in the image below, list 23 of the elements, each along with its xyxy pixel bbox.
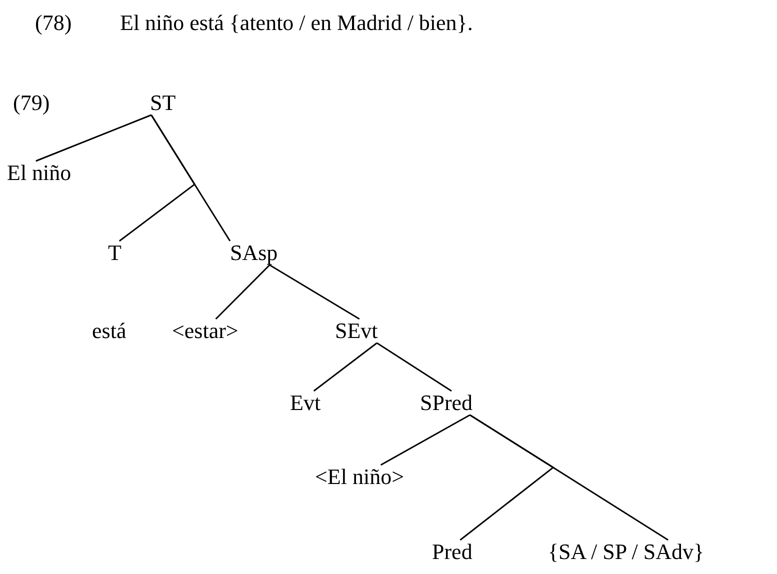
tree-node-label: <estar> xyxy=(172,320,238,342)
tree-branch xyxy=(150,114,231,242)
tree-branch xyxy=(470,414,668,541)
tree-node-label: T xyxy=(108,242,122,264)
tree-branch xyxy=(36,114,152,162)
tree-node-label: SEvt xyxy=(335,320,378,342)
tree-branch xyxy=(269,264,360,320)
tree-node-label: El niño xyxy=(7,162,72,184)
tree-branch xyxy=(313,342,378,392)
tree-node-label: Evt xyxy=(290,392,321,414)
tree-branch xyxy=(376,342,452,392)
example-number: (78) xyxy=(35,12,72,34)
tree-node-label: {SA / SP / SAdv} xyxy=(548,541,704,563)
tree-node-label: ST xyxy=(150,92,176,114)
tree-node-label: SAsp xyxy=(230,242,278,264)
example-sentence: El niño está {atento / en Madrid / bien}. xyxy=(120,12,473,34)
tree-node-label: SPred xyxy=(420,392,473,414)
tree-branch xyxy=(380,414,470,466)
example-number: (79) xyxy=(13,92,50,114)
word-label: está xyxy=(92,320,126,342)
tree-node-label: <El niño> xyxy=(315,466,404,488)
tree-branch xyxy=(215,264,270,320)
tree-node-label: Pred xyxy=(432,541,472,563)
